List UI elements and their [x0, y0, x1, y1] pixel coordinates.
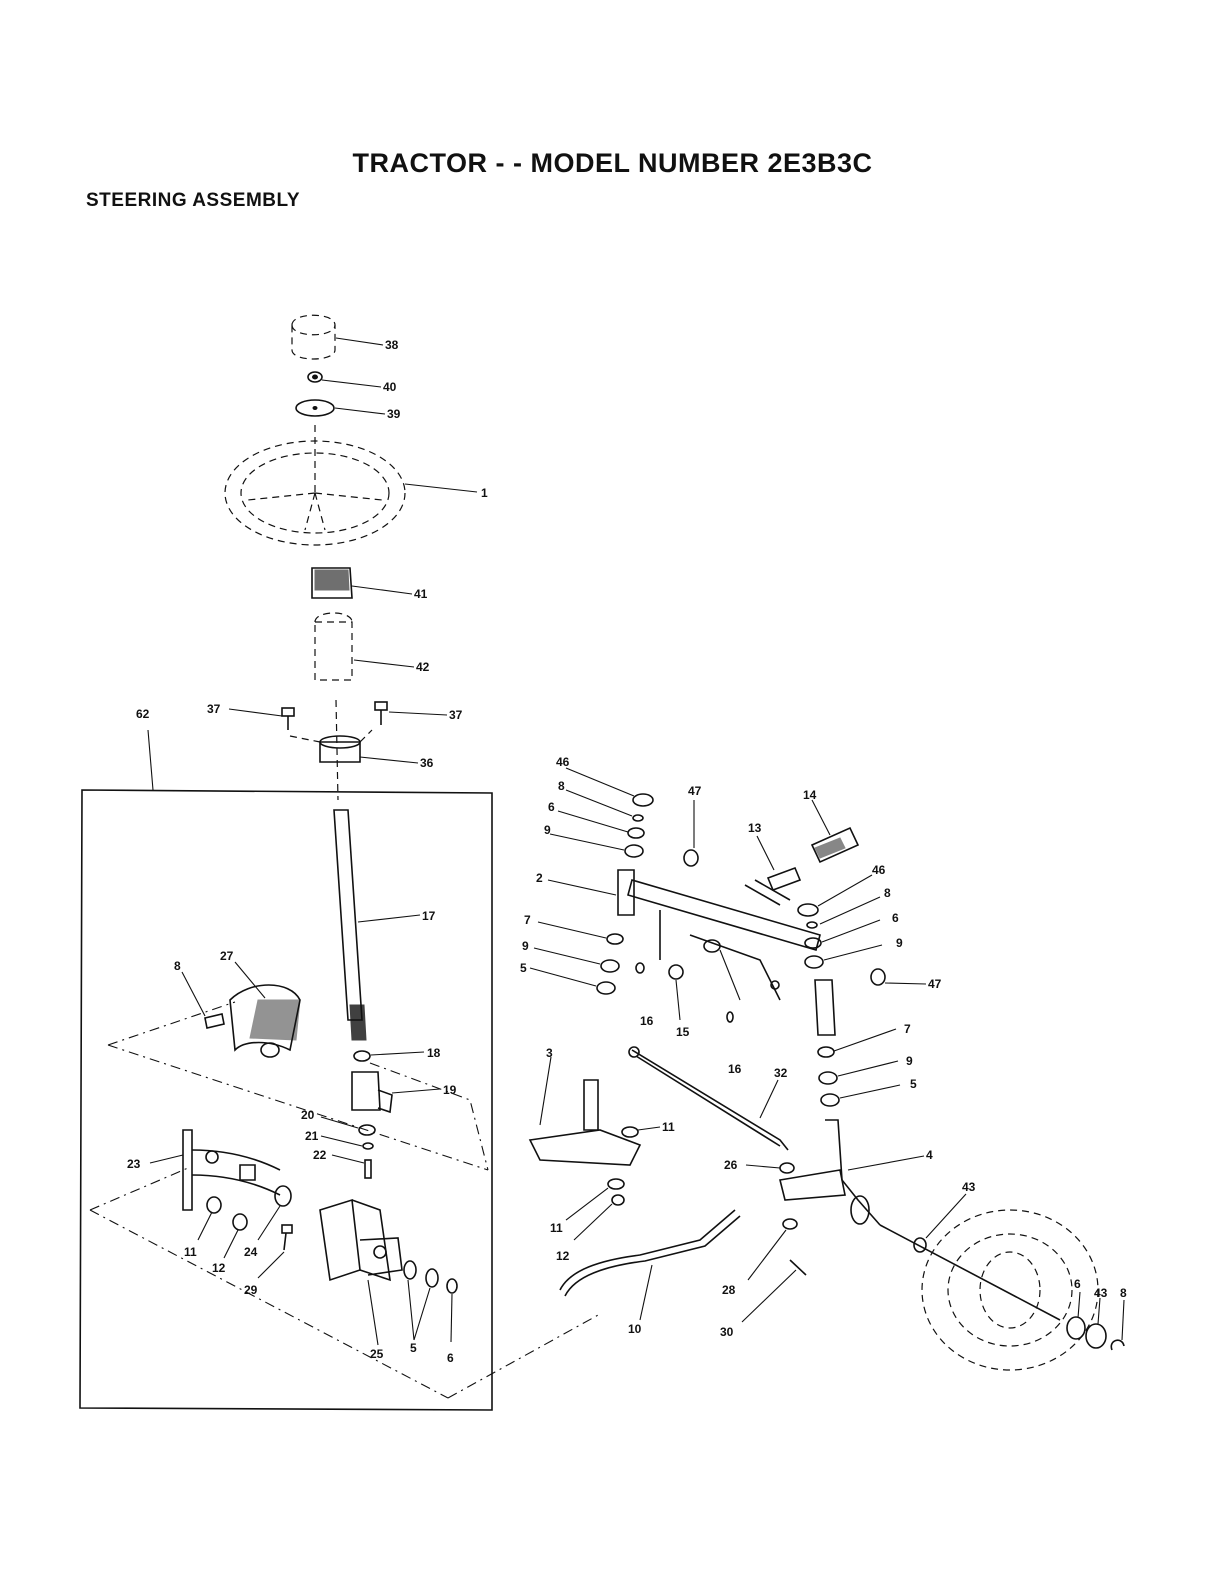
callout-5: 5 — [520, 961, 527, 975]
part-19-block — [352, 1072, 440, 1112]
callout-36: 36 — [420, 756, 434, 770]
part-18-washer — [354, 1051, 424, 1061]
part-43-wheel — [880, 1194, 1098, 1370]
part-25-bracket — [320, 1200, 402, 1345]
callout-40: 40 — [383, 380, 397, 394]
callout-14: 14 — [803, 788, 817, 802]
callout-43: 43 — [1094, 1286, 1108, 1300]
callout-8: 8 — [884, 886, 891, 900]
part-36-bushing — [290, 730, 418, 763]
part-37-screws — [229, 702, 447, 730]
part-10-tie-rod — [560, 1210, 740, 1320]
callout-12: 12 — [212, 1261, 226, 1275]
assembly-62-box — [80, 730, 492, 1410]
left-stack-7-5 — [530, 922, 623, 994]
callout-7: 7 — [904, 1022, 911, 1036]
callout-30: 30 — [720, 1325, 734, 1339]
callout-18: 18 — [427, 1046, 441, 1060]
part-23-bracket — [150, 1130, 280, 1210]
callout-4: 4 — [926, 1148, 933, 1162]
callout-6: 6 — [1074, 1277, 1081, 1291]
callout-10: 10 — [628, 1322, 642, 1336]
left-stack-46-9 — [550, 768, 653, 857]
callout-20: 20 — [301, 1108, 315, 1122]
part-38-cap — [292, 315, 383, 359]
callout-15: 15 — [676, 1025, 690, 1039]
callout-32: 32 — [774, 1066, 788, 1080]
callout-39: 39 — [387, 407, 401, 421]
callout-6: 6 — [447, 1351, 454, 1365]
callout-9: 9 — [522, 939, 529, 953]
part-1-steering-wheel — [225, 425, 477, 545]
callout-6: 6 — [548, 800, 555, 814]
callout-43: 43 — [962, 1180, 976, 1194]
callout-38: 38 — [385, 338, 399, 352]
part-3-spindle-left — [530, 1057, 640, 1165]
callout-9: 9 — [896, 936, 903, 950]
callout-9: 9 — [544, 823, 551, 837]
callout-29: 29 — [244, 1283, 258, 1297]
callout-46: 46 — [872, 863, 886, 877]
callout-11: 11 — [184, 1245, 197, 1259]
parts-11-12-center — [566, 1127, 660, 1240]
parts-20-22 — [321, 1117, 375, 1178]
callout-26: 26 — [724, 1158, 738, 1172]
spindle-2-left — [548, 870, 634, 915]
callout-2: 2 — [536, 871, 543, 885]
callout-6: 6 — [892, 911, 899, 925]
callout-28: 28 — [722, 1283, 736, 1297]
callout-22: 22 — [313, 1148, 327, 1162]
callout-8: 8 — [558, 779, 565, 793]
callout-9: 9 — [906, 1054, 913, 1068]
axle-assembly — [628, 880, 820, 1000]
part-39-washer — [296, 400, 385, 416]
callout-5: 5 — [410, 1341, 417, 1355]
part-40-nut — [308, 372, 381, 387]
callout-16: 16 — [728, 1062, 742, 1076]
callout-7: 7 — [524, 913, 531, 927]
callout-46: 46 — [556, 755, 570, 769]
callout-24: 24 — [244, 1245, 258, 1259]
part-17-steering-shaft — [334, 700, 420, 1040]
callout-19: 19 — [443, 1083, 457, 1097]
callout-17: 17 — [422, 909, 436, 923]
parts-26-28-30 — [742, 1163, 806, 1322]
parts-5-6-spacers — [404, 1261, 457, 1342]
callout-1: 1 — [481, 486, 488, 500]
part-32-drag-link — [629, 1047, 788, 1150]
callout-11: 11 — [662, 1120, 675, 1134]
callout-8: 8 — [1120, 1286, 1127, 1300]
callout-5: 5 — [910, 1077, 917, 1091]
callout-16: 16 — [640, 1014, 654, 1028]
callout-41: 41 — [414, 587, 428, 601]
callout-23: 23 — [127, 1157, 141, 1171]
part-27-sector-gear — [182, 962, 300, 1057]
part-42-tube — [315, 613, 414, 680]
callout-8: 8 — [174, 959, 181, 973]
callout-3: 3 — [546, 1046, 553, 1060]
callout-42: 42 — [416, 660, 430, 674]
callout-62: 62 — [136, 707, 150, 721]
part-4-spindle-arm — [780, 1120, 924, 1225]
callout-12: 12 — [556, 1249, 570, 1263]
callout-25: 25 — [370, 1347, 384, 1361]
part-41-hub — [312, 568, 412, 598]
alignment-lines-left — [90, 1002, 600, 1398]
callout-37-left: 37 — [207, 702, 221, 716]
parts-13-14 — [757, 800, 858, 890]
wheel-hardware-6-43-8 — [1067, 1292, 1124, 1350]
spindle-right — [815, 980, 900, 1106]
callout-47: 47 — [688, 784, 702, 798]
callout-47: 47 — [928, 977, 942, 991]
callout-13: 13 — [748, 821, 762, 835]
callout-37-right: 37 — [449, 708, 463, 722]
callout-21: 21 — [305, 1129, 319, 1143]
callout-11: 11 — [550, 1221, 563, 1235]
right-stack-46-9 — [798, 875, 926, 985]
callout-27: 27 — [220, 949, 234, 963]
